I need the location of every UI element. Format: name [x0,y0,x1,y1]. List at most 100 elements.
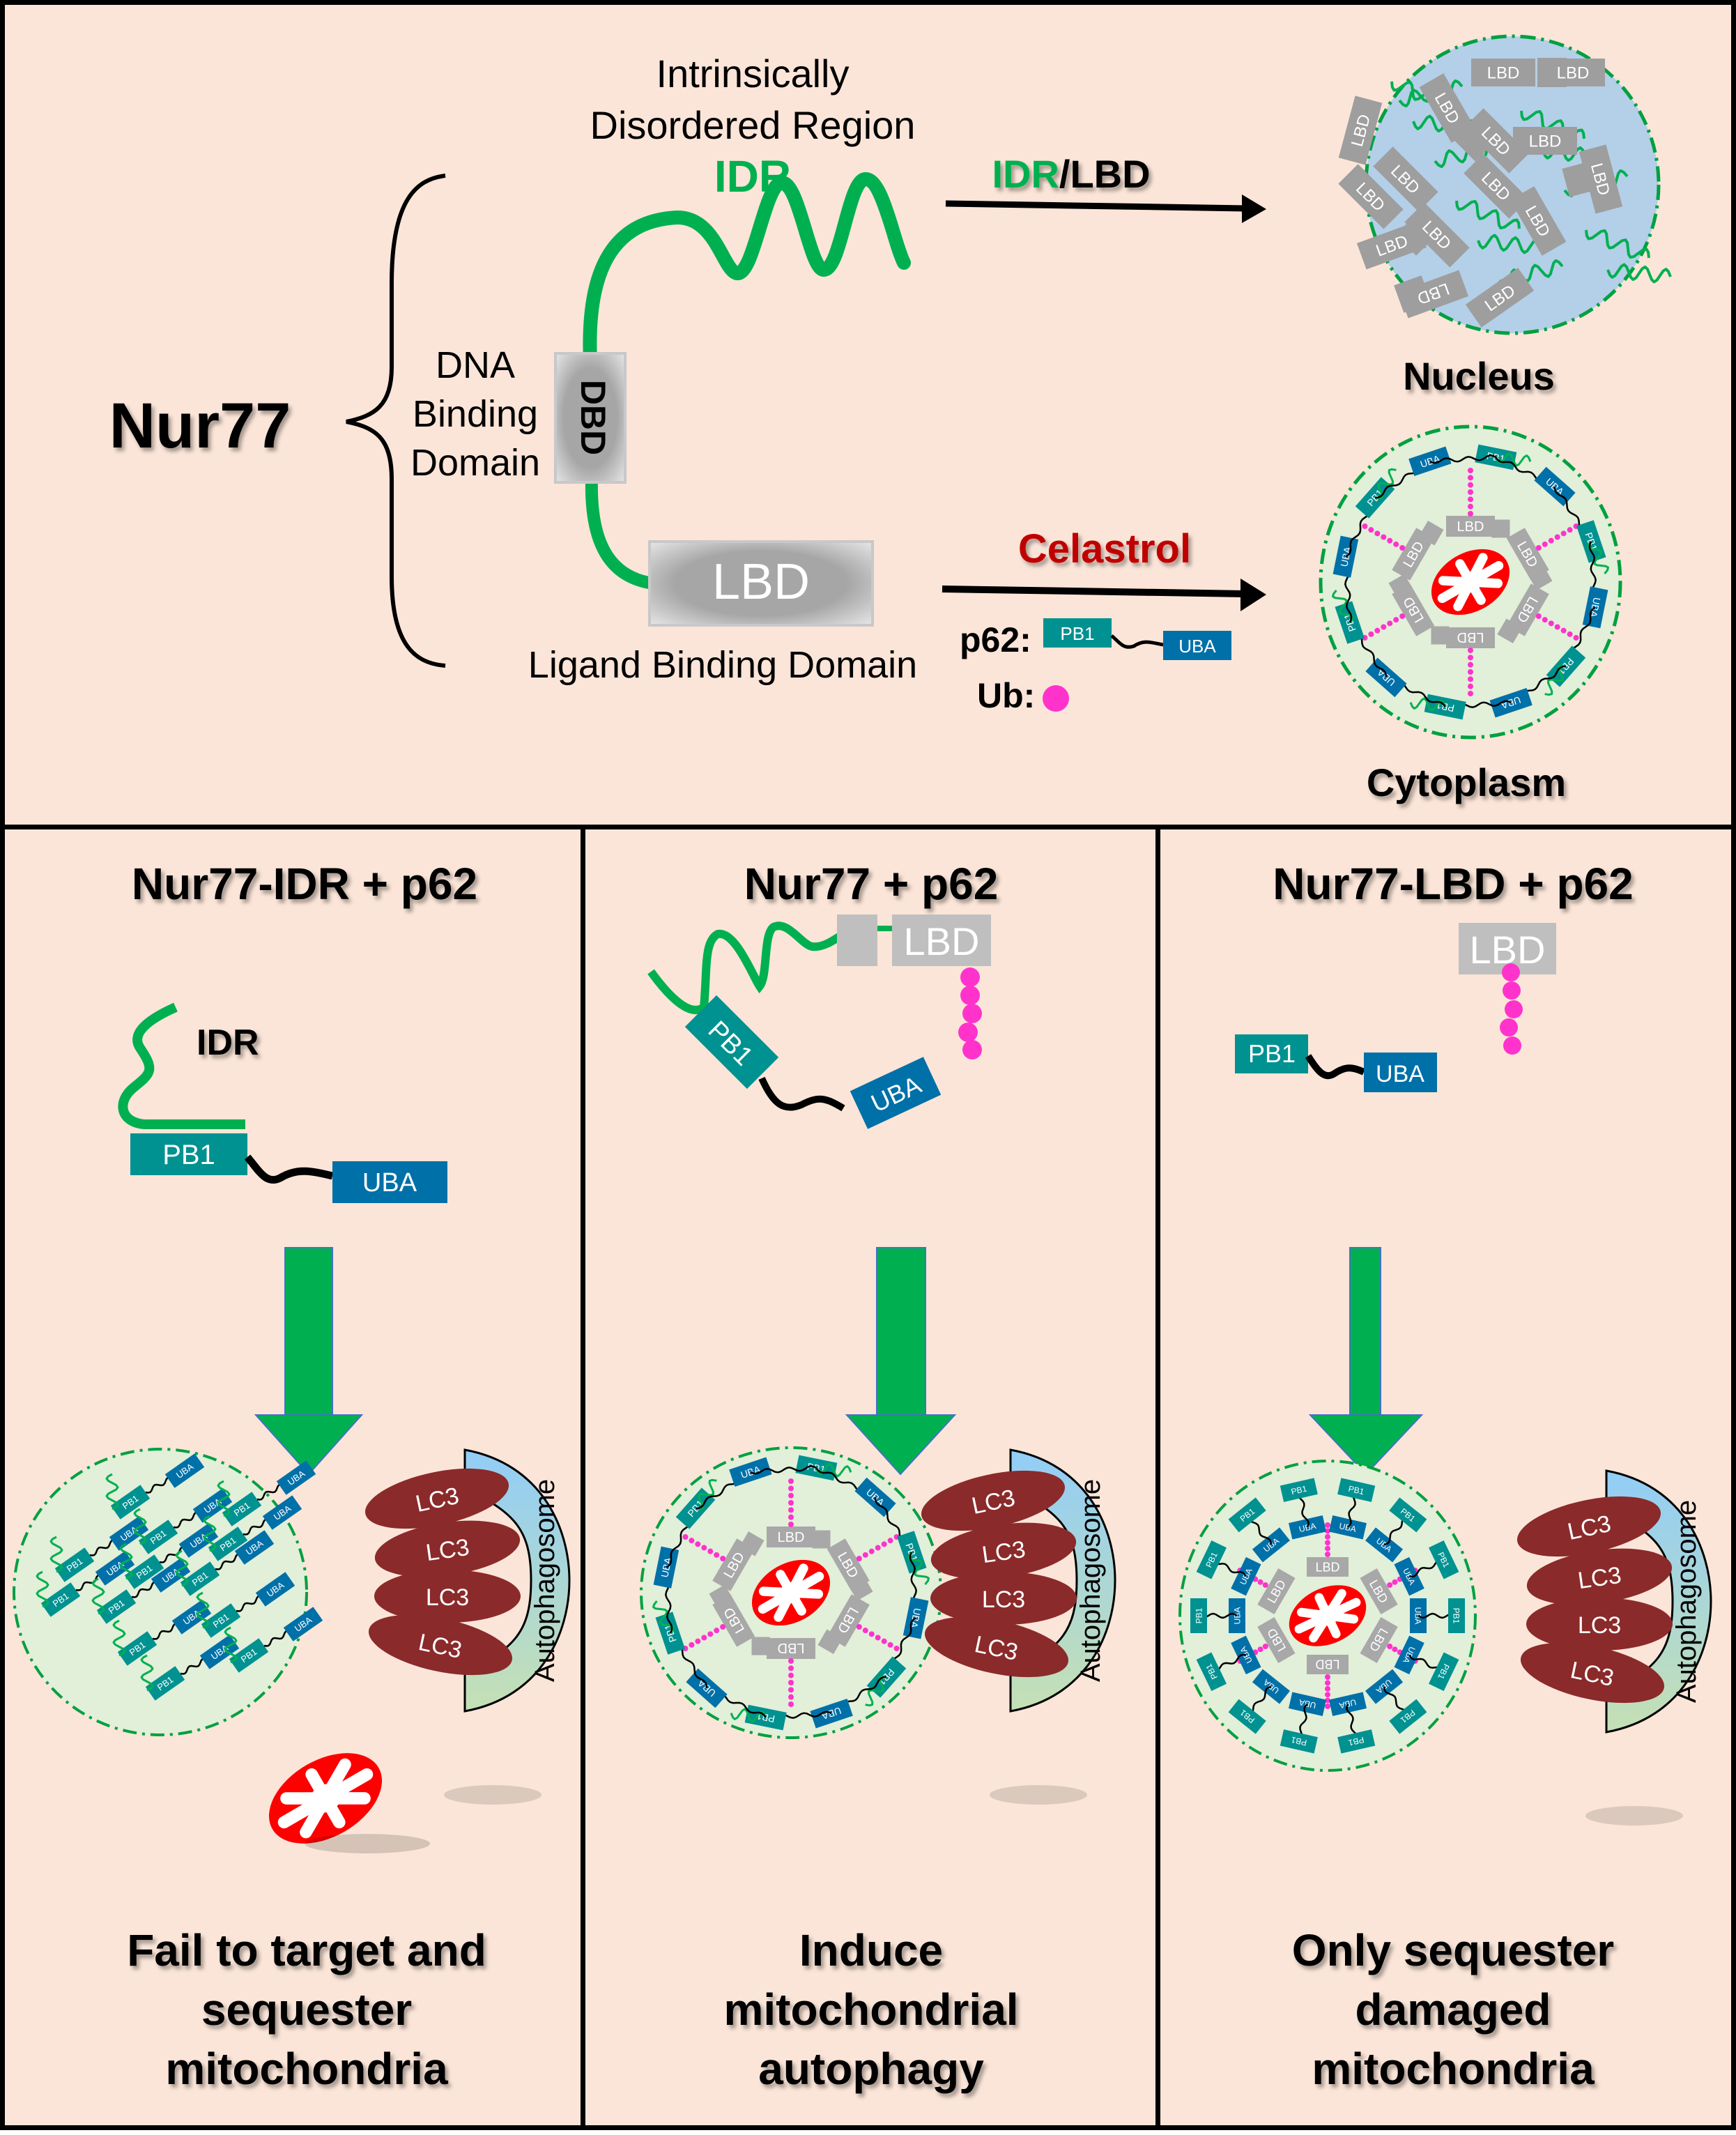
ub-dot [1325,1680,1330,1686]
p1-uba-box-rect [283,1607,323,1642]
lc3-protein: LC3 [374,1570,521,1623]
ub-dot [1393,617,1399,623]
ub-dot [707,1631,714,1637]
p1-idr-wave [217,1480,231,1517]
panel1-pb1-label: PB1 [162,1140,215,1170]
panel2-lbd-box [892,915,991,966]
p3-pb1-box-rect [1448,1598,1465,1633]
p1-pb1-box-rect [145,1666,185,1701]
lc3-label: LC3 [1578,1612,1621,1639]
p1-p62-linker [173,1511,201,1529]
ub-dot [695,1638,701,1644]
ub-dot [788,1507,794,1513]
p1-p62-linker [75,1574,103,1591]
ub-dot [1554,624,1560,630]
ub-dot [1399,613,1406,619]
p1-idr-wave [49,1536,63,1573]
p1-pb1-box: PB1 [180,1561,220,1596]
top-diagram: Nur77 Intrinsically Disordered Region ID… [109,34,1672,804]
p3-pb1-box-rect [1429,1540,1459,1579]
p3-lbd-box: LBD [1257,1568,1296,1614]
autophagosome-shadow [444,1785,541,1805]
ring-lbd-box-rect [1506,583,1549,636]
panel2-idr-wave [647,921,846,1014]
ub-dot [788,1694,794,1700]
ub-dot [868,1631,875,1637]
lc3-ellipse [1526,1598,1673,1651]
ring-lbd-box-rect [712,1538,755,1591]
p3-pb1-box: PB1 [1280,1729,1318,1754]
panel3-title: Nur77-LBD + p62 [1273,859,1633,909]
panel1-green-arrow [254,1247,364,1476]
ub-dot [887,1642,893,1648]
lc3-label: LC3 [426,1584,469,1611]
nucleus-idr-wave [1606,263,1672,284]
arrow2-head [1240,579,1266,611]
celastrol-label: Celastrol [1018,526,1191,572]
ub-dot [788,1522,794,1527]
ring-ub-chain [682,1534,726,1561]
p3-pb1-box-label: PB1 [1452,1608,1461,1624]
lc3-ellipse [364,1468,509,1529]
p1-idr-wave [133,1508,147,1545]
p1-idr-wave [119,1543,133,1580]
ring-dbd-box [1388,574,1414,599]
lbd-box-label: LBD [712,554,810,610]
ub-dot [881,1638,887,1644]
p3-pb1-box-rect [1337,1729,1376,1754]
ring-lbd-box-rect [827,1538,870,1591]
p1-pb1-box-rect [138,1520,178,1554]
legend-p62-label: p62: [960,620,1031,659]
p3-pb1-box-rect [1280,1478,1318,1502]
nucleus-lbd-box-rect [1513,127,1577,155]
legend-p62-linker [1110,634,1164,649]
panel3-outcome-line3: mitochondria [1312,2044,1595,2094]
nucleus-lbd-box-label: LBD [1529,132,1562,151]
ub-dot [788,1478,794,1484]
ring-uba-box-rect [686,1668,728,1708]
p3-pb1-box: PB1 [1337,1729,1376,1754]
p3-lbd-box-label: LBD [1315,1560,1339,1574]
ub-dot [1542,617,1548,623]
p1-p62-linker [89,1539,117,1556]
ub-dot [1535,613,1542,619]
ub-dot [1468,655,1473,661]
nucleus-lbd-box: LBD [1338,95,1383,165]
p1-idr-wave [196,1591,210,1629]
p3-uba-box-label: UBA [1298,1521,1317,1534]
p3-pb1-box-rect [1389,1699,1427,1734]
ub-dot [788,1665,794,1671]
ring-dbd-box [709,1584,735,1610]
p1-uba-box-rect [151,1558,191,1593]
ub-dot [1374,530,1381,537]
nucleus-lbd-box-rect [1338,95,1383,165]
p1-uba-box-rect [276,1460,316,1495]
nucleus-lbd-box-rect [1465,268,1535,328]
nucleus-idr-wave [1585,229,1650,259]
ub-dot [1567,527,1573,533]
lc3-protein: LC3 [1526,1598,1673,1651]
ub-dot [1542,541,1548,547]
ring-lbd-box-rect [767,1526,815,1547]
p1-p62-linker [263,1630,291,1647]
panel2-p62-linker [758,1076,845,1112]
p1-pb1-box-rect [201,1603,241,1638]
ring-dbd-box-rect [709,1584,735,1610]
p3-pb1-box-rect [1429,1652,1459,1691]
p1-p62-linker [145,1476,173,1494]
p1-pb1-box-rect [222,1492,262,1526]
panel2-diagram: Nur77 + p62 LBD PB1 UBA LBDLBDLBDLBDLBDL… [640,859,1116,2094]
lc3-protein: LC3 [930,1522,1077,1579]
nucleus-lbd-box-rect [1419,73,1476,143]
panel3-diagram: Nur77-LBD + p62 LBD PB1 UBA LBDLBDLBDLBD… [1178,859,1712,2094]
dbd-box-label: DBD [574,380,613,455]
p1-p62-linker [243,1518,270,1536]
ub-dot [788,1680,794,1685]
ring-dbd-box-rect [751,1637,770,1655]
ring-dbd-box [1419,520,1444,546]
p1-uba-box-rect [164,1453,205,1488]
p3-uba-box-label: UBA [1232,1607,1242,1625]
nucleus-lbd-box-rect [1541,59,1605,86]
lc3-ellipse [368,1614,513,1676]
